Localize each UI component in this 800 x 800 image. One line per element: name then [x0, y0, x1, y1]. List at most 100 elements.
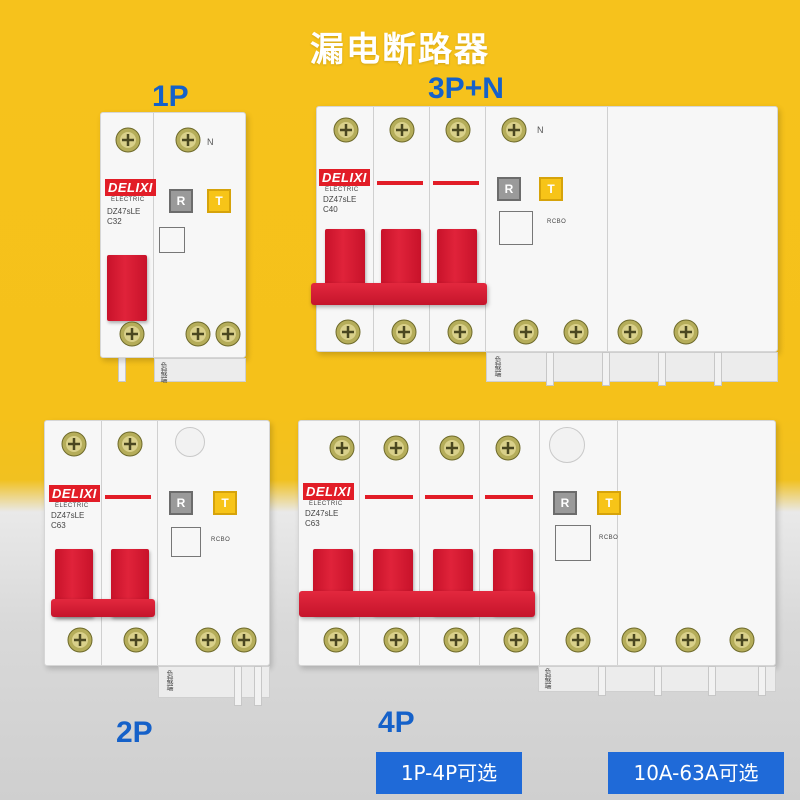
breaker-body: DELIXI ELECTRIC DZ47sLE C63 R T RCBO — [298, 420, 776, 666]
toggle-tie-bar[interactable] — [299, 591, 535, 617]
test-button[interactable]: T — [539, 177, 563, 201]
screw-terminal-icon — [323, 627, 349, 653]
rating-text: C63 — [305, 519, 320, 528]
brand-logo: DELIXI — [303, 483, 354, 500]
pole-stripe — [105, 495, 151, 499]
screw-terminal-icon — [503, 627, 529, 653]
screw-terminal-icon — [383, 627, 409, 653]
test-button[interactable]: T — [213, 491, 237, 515]
circuit-diagram-icon — [159, 227, 185, 253]
screw-terminal-icon — [729, 627, 755, 653]
screw-terminal-icon — [119, 321, 145, 347]
reset-button[interactable]: R — [169, 189, 193, 213]
toggle-tie-bar[interactable] — [311, 283, 487, 305]
model-text: DZ47sLE — [107, 207, 141, 216]
brand-logo: DELIXI — [319, 169, 370, 186]
screw-terminal-icon — [389, 117, 415, 143]
screw-terminal-icon — [185, 321, 211, 347]
screw-terminal-icon — [621, 627, 647, 653]
din-rail-foot — [154, 358, 246, 382]
toggle-tie-bar[interactable] — [51, 599, 155, 617]
pole-stripe — [485, 495, 533, 499]
load-side-label: 负载端 — [160, 362, 167, 383]
brand-sub: ELECTRIC — [111, 197, 145, 203]
brand-sub: ELECTRIC — [55, 503, 89, 509]
din-rail-foot — [158, 666, 270, 698]
screw-terminal-icon — [329, 435, 355, 461]
rating-text: C32 — [107, 217, 122, 226]
screw-terminal-icon — [117, 431, 143, 457]
reset-button[interactable]: R — [497, 177, 521, 201]
circuit-diagram-icon — [499, 211, 533, 245]
pole-stripe — [433, 181, 479, 185]
screw-terminal-icon — [383, 435, 409, 461]
rcbo-text: RCBO — [211, 537, 231, 543]
screw-terminal-icon — [513, 319, 539, 345]
test-button[interactable]: T — [597, 491, 621, 515]
screw-terminal-icon — [495, 435, 521, 461]
din-leg — [546, 352, 554, 386]
din-leg — [708, 666, 716, 696]
screw-terminal-icon — [675, 627, 701, 653]
din-leg — [598, 666, 606, 696]
current-option-tag: 10A-63A可选 — [608, 752, 784, 794]
screw-terminal-icon — [563, 319, 589, 345]
screw-terminal-icon — [617, 319, 643, 345]
breaker-body: N DELIXI ELECTRIC DZ47sLE C32 R T — [100, 112, 246, 358]
brand-sub: ELECTRIC — [325, 187, 359, 193]
screw-terminal-icon — [445, 117, 471, 143]
load-side-label: 负载端 — [494, 356, 501, 377]
din-leg — [758, 666, 766, 696]
reset-button[interactable]: R — [169, 491, 193, 515]
screw-terminal-icon — [391, 319, 417, 345]
din-rail-foot — [486, 352, 778, 382]
screw-terminal-icon — [447, 319, 473, 345]
reset-button[interactable]: R — [553, 491, 577, 515]
rcbo-text: RCBO — [547, 219, 567, 225]
breaker-1p: N DELIXI ELECTRIC DZ47sLE C32 R T 负载端 — [100, 112, 246, 384]
indicator-window — [175, 427, 205, 457]
screw-terminal-icon — [123, 627, 149, 653]
screw-terminal-icon — [333, 117, 359, 143]
toggle-handle[interactable] — [107, 255, 147, 321]
variant-label-4p: 4P — [378, 706, 415, 739]
din-leg — [234, 666, 242, 706]
screw-terminal-icon — [115, 127, 141, 153]
page-title: 漏电断路器 — [310, 30, 490, 70]
variant-label-1p: 1P — [152, 80, 189, 113]
screw-terminal-icon — [231, 627, 257, 653]
neutral-mark: N — [537, 125, 544, 135]
rating-text: C40 — [323, 205, 338, 214]
model-text: DZ47sLE — [305, 509, 339, 518]
din-leg — [602, 352, 610, 386]
brand-logo: DELIXI — [49, 485, 100, 502]
rcbo-text: RCBO — [599, 535, 619, 541]
circuit-diagram-icon — [171, 527, 201, 557]
poles-option-tag: 1P-4P可选 — [376, 752, 522, 794]
rating-text: C63 — [51, 521, 66, 530]
brand-sub: ELECTRIC — [309, 501, 343, 507]
breaker-body: DELIXI ELECTRIC DZ47sLE C63 R T RCBO — [44, 420, 270, 666]
din-leg — [654, 666, 662, 696]
brand-logo: DELIXI — [105, 179, 156, 196]
variant-label-2p: 2P — [116, 716, 153, 749]
indicator-window — [549, 427, 585, 463]
pole-stripe — [365, 495, 413, 499]
breaker-body: N DELIXI ELECTRIC DZ47sLE C40 R T RCBO — [311, 106, 778, 352]
breaker-3pn: N DELIXI ELECTRIC DZ47sLE C40 R T RCBO 负… — [311, 106, 778, 390]
neutral-mark: N — [207, 137, 214, 147]
model-text: DZ47sLE — [323, 195, 357, 204]
screw-terminal-icon — [673, 319, 699, 345]
load-side-label: 负载端 — [544, 668, 551, 689]
screw-terminal-icon — [335, 319, 361, 345]
screw-terminal-icon — [175, 127, 201, 153]
circuit-diagram-icon — [555, 525, 591, 561]
breaker-4p: DELIXI ELECTRIC DZ47sLE C63 R T RCBO 负载端 — [298, 420, 776, 700]
breaker-2p: DELIXI ELECTRIC DZ47sLE C63 R T RCBO 负载端 — [44, 420, 270, 710]
screw-terminal-icon — [195, 627, 221, 653]
test-button[interactable]: T — [207, 189, 231, 213]
screw-terminal-icon — [565, 627, 591, 653]
pole-stripe — [425, 495, 473, 499]
screw-terminal-icon — [61, 431, 87, 457]
screw-terminal-icon — [501, 117, 527, 143]
